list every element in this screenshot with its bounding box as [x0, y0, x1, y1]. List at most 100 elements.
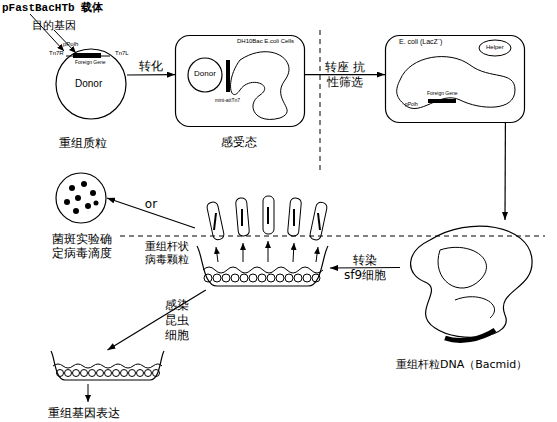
- donor-plasmid: [56, 49, 126, 119]
- cell: [73, 370, 80, 377]
- dna-loop: [455, 297, 495, 318]
- node-text: E. coli (LacZ⁻): [399, 38, 442, 46]
- release-arrow: [216, 247, 218, 262]
- plaque-dot: [69, 185, 75, 191]
- donor-plasmid: Donor: [187, 57, 223, 93]
- cell: [97, 370, 104, 377]
- node-text: DH10Bac E.coli Cells: [237, 38, 294, 45]
- plaque-plate-outline: [55, 172, 107, 224]
- cell: [303, 274, 311, 282]
- node-text: Foreign Gene: [75, 59, 106, 65]
- vector-label: pFastBacHTb 载体: [2, 0, 103, 15]
- plaque-dot: [81, 181, 87, 187]
- node-text: 菌斑实验确定病毒滴度: [52, 232, 114, 261]
- chromosome: [231, 52, 289, 120]
- node-text: 重组杆状病毒颗粒: [145, 240, 191, 266]
- plaque-dot: [64, 199, 70, 205]
- virus-particle: [287, 198, 301, 237]
- node-text: pPolh: [63, 41, 78, 48]
- node-text: Donor: [75, 78, 102, 90]
- cell: [231, 274, 239, 282]
- culture-dish: [51, 351, 164, 380]
- step-label: 转化: [131, 58, 171, 73]
- cell: [249, 274, 257, 282]
- plaque-dot: [94, 201, 99, 206]
- donor-plasmid: Tn7RpPolhForeign GeneTn7LDonor重组质粒: [55, 48, 127, 120]
- virus-particle: [206, 201, 225, 240]
- step-label: 转染 sf9细胞: [343, 253, 387, 283]
- cell: [285, 274, 293, 282]
- cell: [81, 370, 88, 377]
- cell-layer: [204, 274, 320, 282]
- virus-core: [293, 209, 295, 226]
- cell: [105, 370, 112, 377]
- virus-core: [241, 209, 243, 226]
- cell: [240, 274, 248, 282]
- medium-surface: [203, 267, 323, 273]
- culture-dish: [197, 246, 328, 286]
- release-arrow: [293, 243, 294, 262]
- cell: [113, 370, 120, 377]
- gene-line: [66, 56, 110, 57]
- culture-dish: 重组基因表达: [50, 350, 165, 382]
- cell: [267, 274, 275, 282]
- cell-box: [386, 36, 525, 123]
- attachment-site: [226, 60, 230, 92]
- step-label: 转座 抗性筛选: [321, 60, 369, 90]
- bacmid-dna-outline: [400, 220, 540, 345]
- divider-line: [320, 30, 321, 170]
- node-text: Foreign Gene: [427, 90, 458, 96]
- flow-arrow: [504, 123, 506, 220]
- plaque-plate: 菌斑实验确定病毒滴度: [55, 172, 107, 224]
- cell: [89, 370, 96, 377]
- cell-layer: [57, 370, 160, 377]
- node-text: mini-attTn7: [215, 97, 240, 103]
- release-arrow: [268, 241, 269, 262]
- cell: [145, 370, 152, 377]
- culture-dish-outline: [50, 350, 165, 382]
- bacmid-dna: [411, 226, 533, 337]
- cell-box: E. coli (LacZ⁻)HelperForeign GenepPolh: [385, 35, 525, 123]
- node-text: 重组质粒: [59, 136, 107, 150]
- release-arrow: [243, 243, 244, 262]
- result-arrow: [88, 384, 89, 402]
- cell: [258, 274, 266, 282]
- plaque-dot: [90, 190, 96, 196]
- cell: [213, 274, 221, 282]
- cell: [222, 274, 230, 282]
- node-text: Tn7R: [49, 50, 64, 57]
- flow-arrow: [127, 74, 175, 76]
- bacmid-dna: 重组杆粒DNA（Bacmid）: [400, 220, 540, 345]
- dna-loop: [438, 247, 486, 288]
- donor-plasmid: [188, 58, 222, 92]
- node-text: 重组杆粒DNA（Bacmid）: [396, 358, 527, 371]
- virus-core: [214, 213, 216, 230]
- medium-surface: [53, 364, 162, 368]
- node-text: 感受态: [221, 135, 257, 149]
- plaque-dots: [64, 181, 99, 214]
- plaque-dot: [85, 203, 91, 209]
- vector-label: 目的基因: [32, 18, 76, 33]
- virus-particles: [206, 196, 328, 241]
- cell: [121, 370, 128, 377]
- node-text: pPolh: [405, 101, 418, 107]
- divider-line: [120, 236, 545, 237]
- culture-dish-outline: [195, 190, 330, 290]
- cell-box-outline: [385, 35, 525, 123]
- cell: [129, 370, 136, 377]
- flow-arrow: [108, 290, 206, 350]
- gene-bar: [428, 99, 456, 103]
- virus-particle: [235, 198, 249, 237]
- virus-core: [318, 213, 320, 230]
- plaque-plate: [56, 173, 106, 223]
- cell: [137, 370, 144, 377]
- cell: [65, 370, 72, 377]
- plaque-dot: [75, 195, 81, 201]
- step-label: 感染 昆虫 细胞: [164, 298, 190, 343]
- node-text: 重组基因表达: [48, 406, 120, 420]
- cell-box: [176, 36, 305, 127]
- cell: [276, 274, 284, 282]
- node-text: Tn7L: [115, 50, 129, 57]
- release-arrow: [316, 247, 318, 262]
- chromosome: [397, 57, 515, 109]
